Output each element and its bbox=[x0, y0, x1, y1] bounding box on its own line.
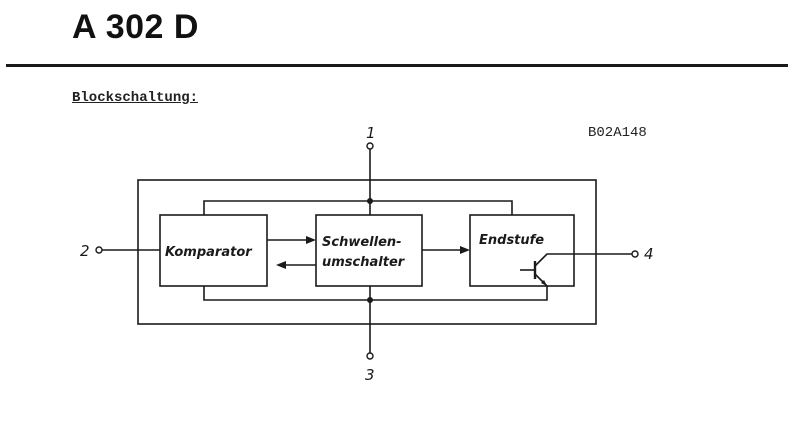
arrow-switch-to-output bbox=[460, 246, 470, 254]
pin4-label: 4 bbox=[644, 245, 654, 263]
comparator-label: Komparator bbox=[165, 245, 253, 260]
threshold-label-line1: Schwellen- bbox=[322, 235, 402, 250]
transistor-collector bbox=[534, 253, 596, 267]
pin2-label: 2 bbox=[80, 242, 90, 260]
drawing-number: B02A148 bbox=[588, 125, 647, 141]
threshold-switch-block bbox=[315, 214, 423, 287]
output-stage-block bbox=[469, 214, 575, 287]
top-bus bbox=[203, 200, 513, 215]
arrow-switch-to-comp bbox=[276, 261, 286, 269]
pin1-terminal bbox=[366, 142, 374, 150]
arrow-comp-to-switch bbox=[306, 236, 316, 244]
transistor-emitter-arrow bbox=[541, 280, 547, 286]
threshold-label-line2: umschalter bbox=[322, 255, 406, 270]
output-stage-label: Endstufe bbox=[479, 233, 544, 248]
junction-bottom bbox=[367, 297, 373, 303]
pin1-label: 1 bbox=[366, 124, 376, 142]
pin2-terminal bbox=[95, 246, 103, 254]
pin3-label: 3 bbox=[365, 366, 375, 384]
pin4-terminal bbox=[631, 250, 639, 258]
header-divider bbox=[6, 64, 788, 67]
junction-top bbox=[367, 198, 373, 204]
section-heading: Blockschaltung: bbox=[72, 90, 199, 106]
pin3-terminal bbox=[366, 352, 374, 360]
page-title: A 302 D bbox=[72, 8, 199, 46]
bottom-bus bbox=[203, 286, 548, 301]
ic-outline bbox=[137, 179, 597, 325]
